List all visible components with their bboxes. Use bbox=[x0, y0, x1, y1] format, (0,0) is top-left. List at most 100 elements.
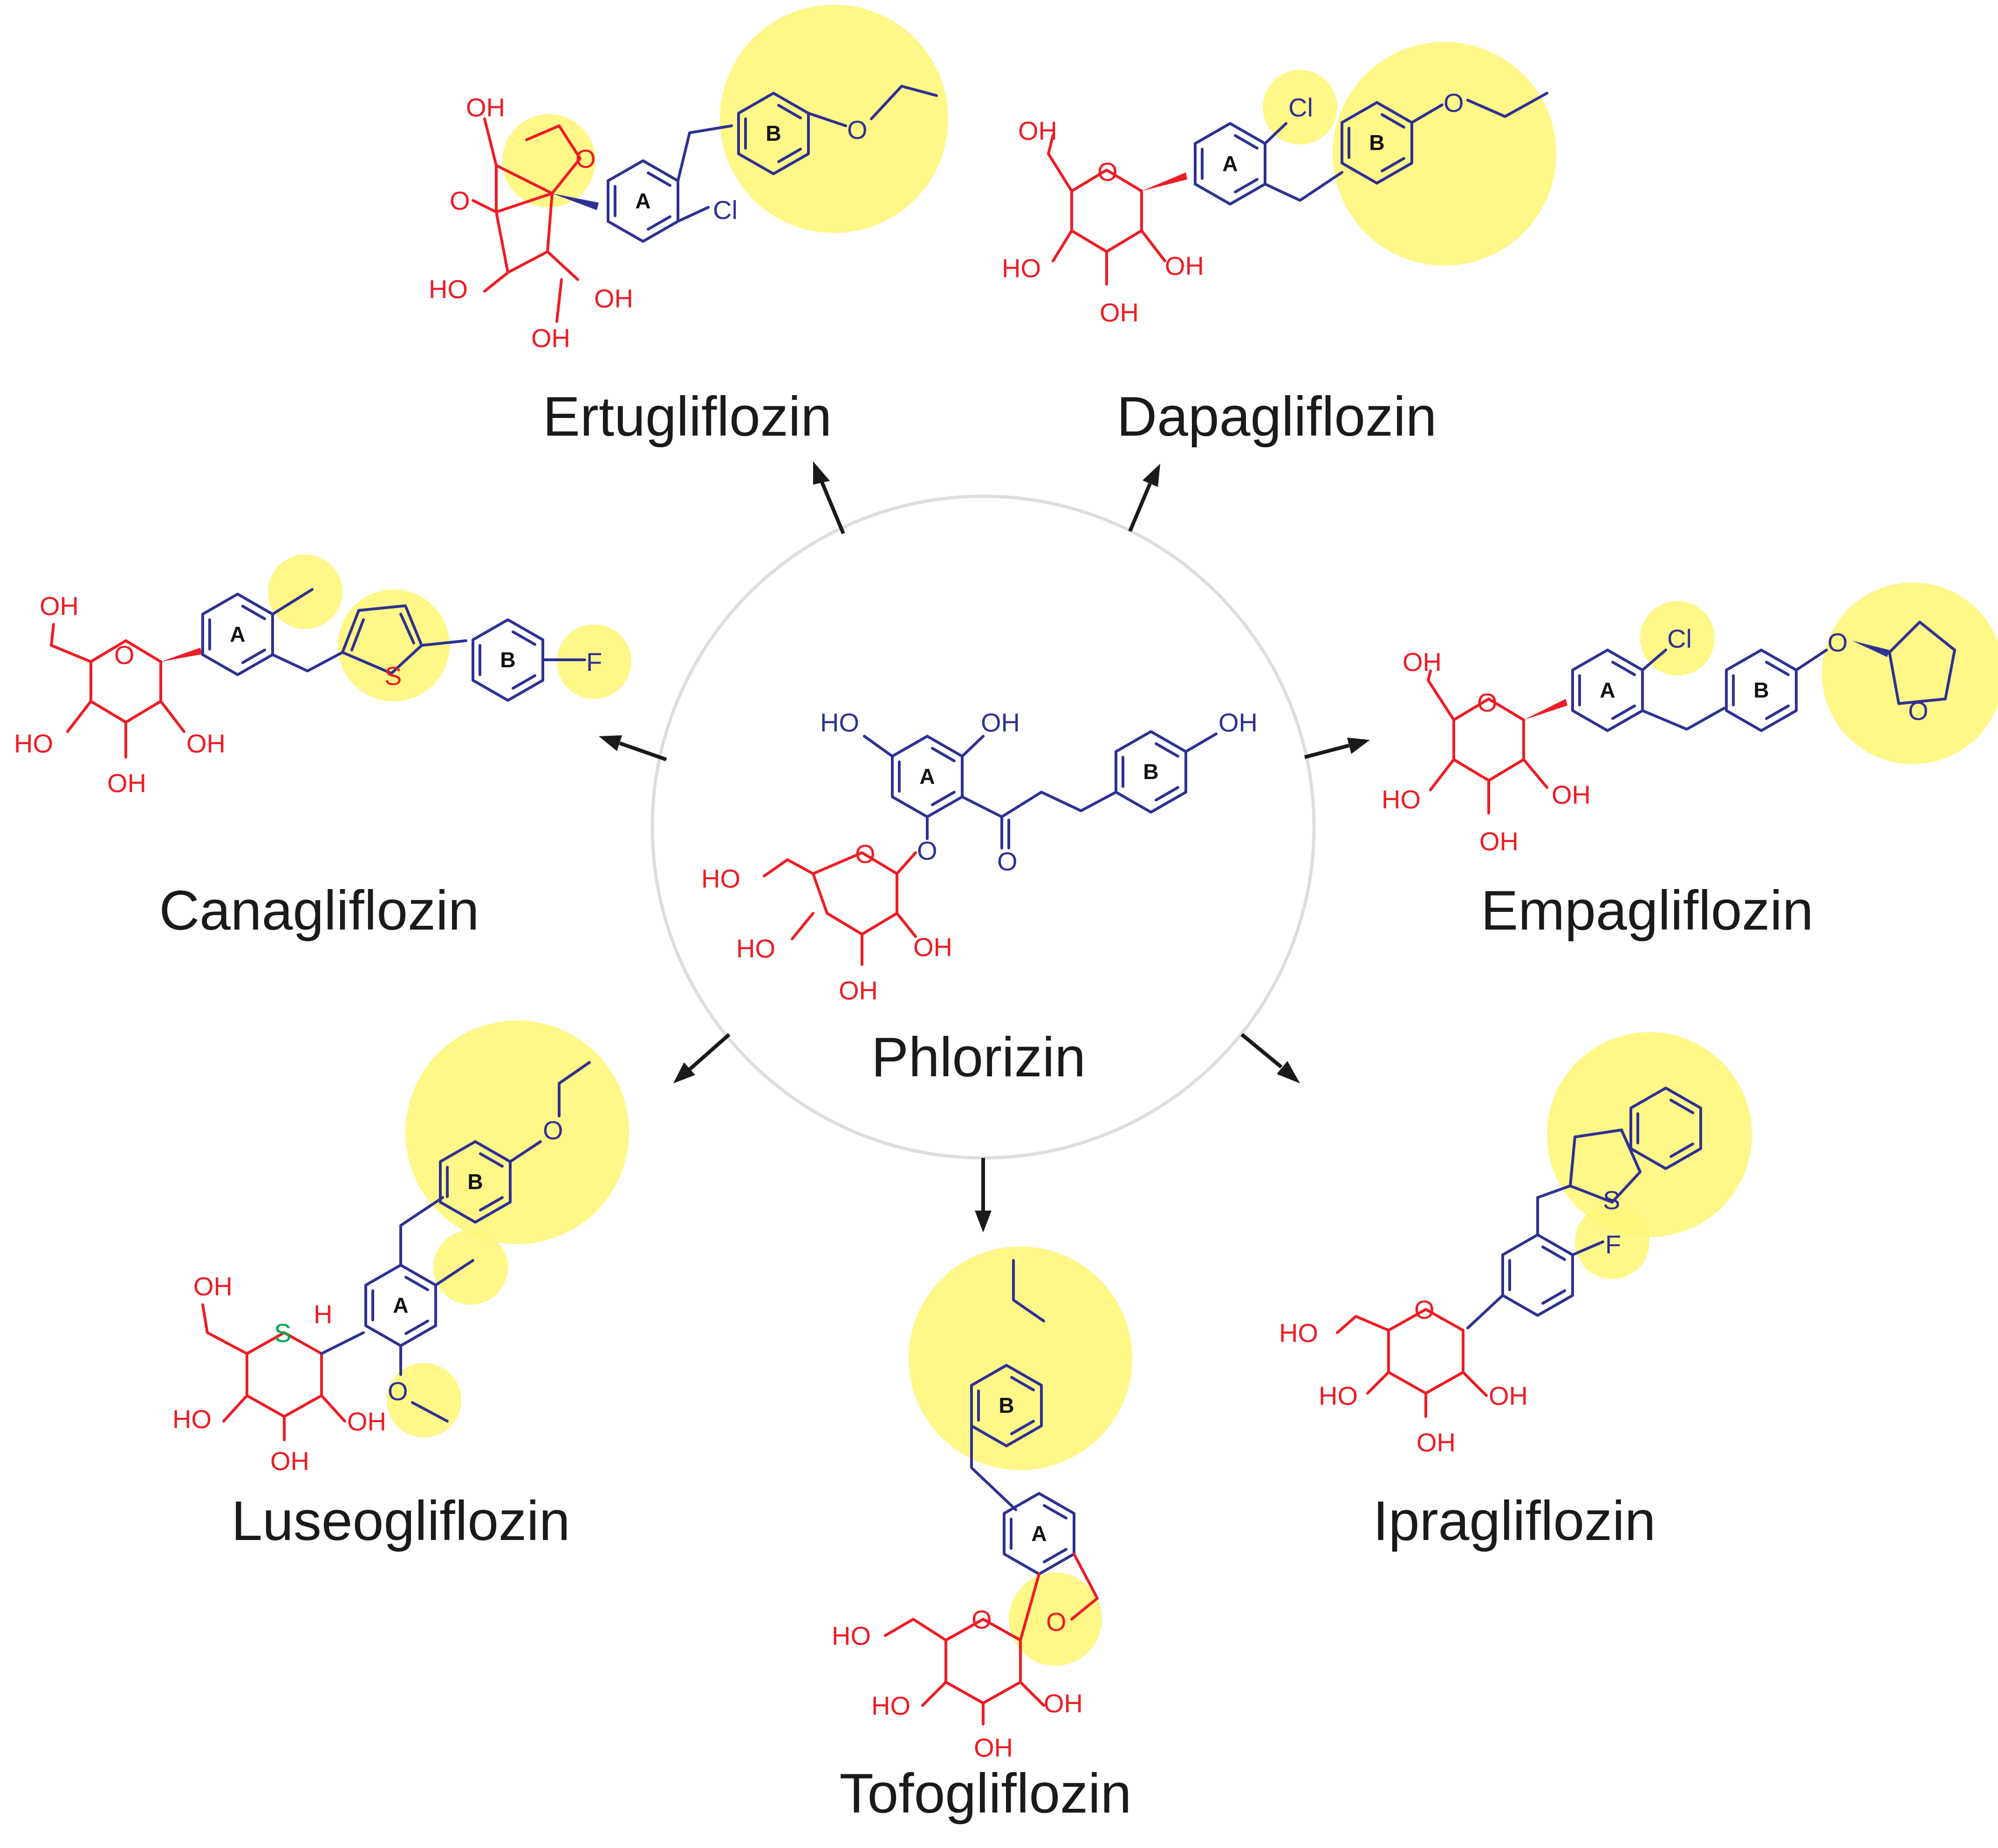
phlorizin-name: Phlorizin bbox=[871, 1026, 1086, 1088]
tofogliflozin-oh-3: OH bbox=[974, 1733, 1013, 1762]
phlorizin-oh-top: OH bbox=[981, 708, 1020, 737]
ipragliflozin-ho-6: HO bbox=[1279, 1318, 1318, 1348]
dapagliflozin-o-ring: O bbox=[1097, 157, 1118, 186]
luseogliflozin-o-ethoxy: O bbox=[543, 1116, 563, 1145]
phlorizin-ho-top: HO bbox=[820, 708, 859, 737]
tofogliflozin-o-ring: O bbox=[972, 1605, 992, 1634]
phlorizin-structure: A HO OH O B OH O O HO HO OH OH Phlorizin bbox=[650, 494, 1316, 1160]
tofogliflozin-ring-a-label: A bbox=[1031, 1521, 1047, 1546]
phlorizin-ring-b-label: B bbox=[1143, 760, 1158, 784]
arrows bbox=[599, 461, 1370, 1232]
empagliflozin-ho-4: HO bbox=[1382, 785, 1421, 814]
empagliflozin-structure: O OH HO OH OH A Cl B O O Empagliflozin bbox=[1382, 582, 1998, 942]
ipragliflozin-aryl-ring bbox=[1501, 1233, 1574, 1317]
dapagliflozin-ring-a-label: A bbox=[1222, 151, 1238, 176]
ipragliflozin-o-ring: O bbox=[1414, 1295, 1435, 1324]
luseogliflozin-oh-2: OH bbox=[347, 1407, 386, 1436]
luseogliflozin-highlight-b bbox=[405, 1020, 629, 1244]
luseogliflozin-o-methoxy: O bbox=[388, 1376, 408, 1406]
tofogliflozin-name: Tofogliflozin bbox=[839, 1762, 1131, 1825]
empagliflozin-ring-b-label: B bbox=[1753, 678, 1769, 702]
tofogliflozin-structure: B A O O HO HO OH OH Tofogliflozin bbox=[832, 1246, 1132, 1825]
ertugliflozin-highlight-b bbox=[720, 5, 948, 233]
canagliflozin-highlight-thiophene bbox=[338, 589, 450, 701]
empagliflozin-o-ring: O bbox=[1477, 688, 1498, 717]
dapagliflozin-highlight-b bbox=[1333, 42, 1556, 266]
ipragliflozin-highlight-benzothiophene bbox=[1547, 1032, 1752, 1237]
arrow-to-tofogliflozin bbox=[975, 1158, 992, 1232]
ertugliflozin-oh-2: OH bbox=[594, 284, 633, 313]
tofogliflozin-ring-b-label: B bbox=[999, 1393, 1014, 1417]
canagliflozin-ring-a-label: A bbox=[230, 622, 245, 646]
canagliflozin-s: S bbox=[384, 661, 402, 691]
ipragliflozin-oh-3: OH bbox=[1416, 1428, 1456, 1457]
tofogliflozin-ring-b bbox=[970, 1364, 1043, 1447]
arrow-to-luseogliflozin bbox=[673, 1033, 731, 1083]
canagliflozin-oh-3: OH bbox=[107, 768, 146, 798]
ipragliflozin-structure: S F O HO HO OH OH Ipragliflozin bbox=[1279, 1032, 1752, 1552]
canagliflozin-name: Canagliflozin bbox=[159, 879, 479, 942]
dapagliflozin-oh-top: OH bbox=[1018, 116, 1057, 145]
ertugliflozin-cl: Cl bbox=[713, 195, 738, 225]
dapagliflozin-oh-3: OH bbox=[1100, 298, 1139, 327]
ertugliflozin-oh-3: OH bbox=[531, 323, 570, 353]
arrow-to-empagliflozin bbox=[1304, 738, 1370, 759]
empagliflozin-oh-2: OH bbox=[1552, 780, 1591, 809]
luseogliflozin-highlight-me bbox=[433, 1230, 508, 1305]
luseogliflozin-oh-3: OH bbox=[270, 1446, 309, 1476]
empagliflozin-name: Empagliflozin bbox=[1481, 879, 1813, 942]
ipragliflozin-f: F bbox=[1605, 1230, 1621, 1259]
luseogliflozin-oh-top: OH bbox=[193, 1272, 233, 1301]
luseogliflozin-name: Luseogliflozin bbox=[231, 1490, 570, 1552]
phlorizin-o-carbonyl: O bbox=[997, 847, 1018, 876]
ertugliflozin-o-ring: O bbox=[575, 144, 596, 173]
dapagliflozin-structure: O OH HO OH OH A Cl B O Dapagliflozin bbox=[1002, 42, 1556, 448]
dapagliflozin-ho-4: HO bbox=[1002, 253, 1041, 283]
ipragliflozin-name: Ipragliflozin bbox=[1373, 1490, 1656, 1552]
ertugliflozin-ring-a-label: A bbox=[635, 189, 650, 213]
luseogliflozin-ring-a-label: A bbox=[393, 1293, 408, 1317]
canagliflozin-ring-b-label: B bbox=[500, 648, 515, 672]
ipragliflozin-highlight-f bbox=[1575, 1205, 1649, 1279]
luseogliflozin-s-ring: S bbox=[274, 1318, 291, 1348]
ertugliflozin-o-bridge: O bbox=[450, 186, 470, 215]
tofogliflozin-oh-2: OH bbox=[1044, 1689, 1083, 1718]
canagliflozin-thiophene bbox=[341, 604, 423, 675]
dapagliflozin-highlight-cl bbox=[1263, 70, 1337, 144]
canagliflozin-highlight-me bbox=[268, 554, 342, 629]
ipragliflozin-benzo-ring bbox=[1629, 1087, 1702, 1170]
tofogliflozin-o-spiro: O bbox=[1046, 1607, 1067, 1636]
canagliflozin-ring-b bbox=[472, 618, 544, 702]
ertugliflozin-structure: OH O O HO OH OH A Cl B O Ertugliflozin bbox=[429, 5, 948, 448]
empagliflozin-o-thf: O bbox=[1908, 696, 1929, 726]
ertugliflozin-oh-top: OH bbox=[466, 93, 505, 122]
arrow-to-canagliflozin bbox=[599, 735, 667, 761]
tofogliflozin-highlight-b bbox=[909, 1246, 1132, 1470]
tofogliflozin-ho-4: HO bbox=[871, 1691, 910, 1720]
luseogliflozin-ho-4: HO bbox=[172, 1404, 212, 1434]
luseogliflozin-structure: S H OH HO OH OH A O B O Luseogliflozin bbox=[172, 1020, 629, 1552]
canagliflozin-o-ring: O bbox=[114, 640, 135, 670]
phlorizin-o-ring: O bbox=[855, 839, 876, 869]
luseogliflozin-ring-b-label: B bbox=[467, 1170, 483, 1194]
phlorizin-o-link: O bbox=[917, 836, 937, 865]
dapagliflozin-cl: Cl bbox=[1288, 93, 1313, 122]
ertugliflozin-o-ethoxy: O bbox=[847, 115, 868, 144]
phlorizin-ho-6: HO bbox=[701, 864, 740, 893]
canagliflozin-structure: O OH HO OH OH A S B F Canagliflozin bbox=[14, 554, 631, 942]
phlorizin-oh-3: OH bbox=[839, 976, 878, 1005]
dapagliflozin-ring-b-label: B bbox=[1369, 130, 1384, 155]
empagliflozin-cl: Cl bbox=[1667, 624, 1692, 653]
ertugliflozin-highlight-bridge bbox=[502, 114, 595, 207]
empagliflozin-ring-a-label: A bbox=[1600, 678, 1615, 702]
ipragliflozin-s: S bbox=[1603, 1185, 1620, 1215]
phlorizin-oh-b: OH bbox=[1218, 708, 1258, 737]
phlorizin-ho-4: HO bbox=[736, 934, 775, 963]
empagliflozin-oh-top: OH bbox=[1403, 647, 1442, 677]
phlorizin-oh-2: OH bbox=[913, 932, 952, 962]
dapagliflozin-name: Dapagliflozin bbox=[1116, 385, 1437, 448]
canagliflozin-ho-4: HO bbox=[14, 729, 53, 758]
ipragliflozin-thiophene bbox=[1569, 1129, 1642, 1204]
tofogliflozin-ho-6: HO bbox=[832, 1621, 871, 1650]
